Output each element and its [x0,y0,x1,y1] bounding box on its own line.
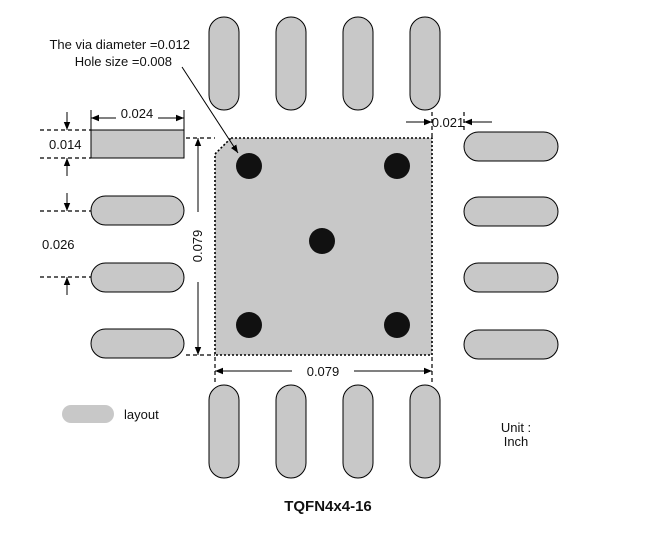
pad-right-3 [463,262,559,293]
via-4 [236,312,262,338]
dim-pad-gap: 0.021 [406,112,492,138]
pad-left-2 [90,195,185,226]
via-2 [384,153,410,179]
via-leader-line [181,66,239,154]
vias [236,153,410,338]
pad-length-label: 0.024 [121,106,154,121]
pad-right-4 [463,329,559,360]
via-1 [236,153,262,179]
pad-left-3 [90,262,185,293]
left-pads [90,129,185,359]
hole-size-note: Hole size =0.008 [75,54,172,69]
top-pads [208,16,441,111]
dim-pitch: 0.026 [40,193,91,295]
exposed-height-label: 0.079 [190,230,205,263]
pad-bottom-4 [409,384,441,479]
pad-top-1 [208,16,240,111]
pad-bottom-3 [342,384,374,479]
dim-exposed-width: 0.079 [214,357,433,383]
pad-top-2 [275,16,307,111]
pad-right-2 [463,196,559,227]
pad-top-3 [342,16,374,111]
pitch-label: 0.026 [42,237,75,252]
pad-left-4 [90,328,185,359]
legend: layout [62,405,159,423]
dim-pad-length: 0.024 [90,106,185,130]
pad-left-1 [90,129,185,159]
via-5 [384,312,410,338]
dim-exposed-height: 0.079 [186,137,215,356]
dim-pad-width: 0.014 [40,112,91,176]
pad-bottom-1 [208,384,240,479]
via-diameter-note: The via diameter =0.012 [49,37,190,52]
unit-line2: Inch [504,434,529,449]
bottom-pads [208,384,441,479]
exposed-width-label: 0.079 [307,364,340,379]
pad-right-1 [463,131,559,162]
package-title: TQFN4x4-16 [284,498,372,515]
pad-top-4 [409,16,441,111]
right-pads [463,131,559,360]
legend-swatch [62,405,114,423]
via-3 [309,228,335,254]
pad-bottom-2 [275,384,307,479]
unit-line1: Unit : [501,420,531,435]
pad-gap-label: 0.021 [432,115,465,130]
pad-width-label: 0.014 [49,137,82,152]
legend-label: layout [124,407,159,422]
